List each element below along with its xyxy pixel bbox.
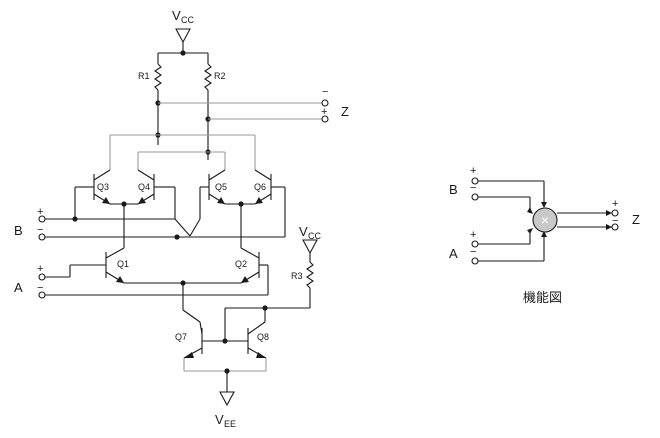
vee-subscript: EE [224, 419, 236, 429]
vee-symbol [219, 391, 235, 407]
z-plus-terminal [321, 115, 329, 123]
z-minus-sign: − [322, 86, 328, 98]
q6-transistor [254, 169, 280, 205]
b-plus-terminal [38, 215, 46, 223]
fd-a-label: A [449, 246, 458, 261]
fd-a-plus: + [470, 229, 476, 241]
q4-transistor [137, 169, 163, 205]
q6-label: Q6 [254, 182, 266, 192]
q7-transistor [183, 321, 225, 359]
q2-label: Q2 [235, 259, 247, 269]
fd-a-minus: − [470, 246, 476, 258]
a-minus-terminal [38, 291, 46, 299]
z-minus-terminal [321, 99, 329, 107]
vcc-right-symbol [302, 239, 318, 255]
q5-label: Q5 [215, 182, 227, 192]
fd-b-minus-terminal [471, 193, 479, 201]
q8-label: Q8 [257, 332, 269, 342]
q2-transistor [240, 247, 260, 284]
r2-label: R2 [214, 71, 226, 81]
vcc-right-supply: V CC [299, 224, 321, 262]
fd-b-plus: + [470, 165, 476, 177]
vcc-top-subscript: CC [181, 15, 194, 25]
z-plus-sign: + [321, 106, 327, 118]
b-label: B [14, 223, 23, 238]
a-plus-sign: + [37, 263, 43, 275]
q5-transistor [200, 169, 226, 205]
r3-resistor [306, 261, 314, 289]
vcc-right-subscript: CC [308, 231, 321, 241]
r3-label: R3 [291, 271, 303, 281]
multiplier-symbol: × [541, 212, 549, 228]
vee-label: V [215, 412, 224, 427]
vcc-top-label: V [172, 8, 181, 23]
z-label: Z [341, 104, 349, 119]
z-output: − + Z [321, 86, 349, 123]
fd-a-plus-terminal [471, 240, 479, 248]
fd-b-minus: − [470, 182, 476, 194]
b-input: B + − [14, 206, 46, 241]
fd-b-plus-terminal [471, 177, 479, 185]
fd-b-label: B [449, 182, 458, 197]
b-minus-sign: − [37, 224, 43, 236]
vcc-top-supply: V CC [157, 8, 209, 64]
fd-a-minus-terminal [471, 257, 479, 265]
q3-label: Q3 [97, 182, 109, 192]
multiplier-circle [532, 207, 558, 233]
vee-supply: V EE [215, 391, 236, 429]
q1-label: Q1 [117, 259, 129, 269]
q8-transistor [225, 321, 267, 359]
a-input: A + − [14, 263, 46, 299]
fd-z-plus-terminal [611, 209, 619, 217]
r1-label: R1 [138, 71, 150, 81]
q4-label: Q4 [138, 182, 150, 192]
fd-z-plus: + [612, 198, 618, 210]
b-minus-terminal [38, 233, 46, 241]
function-diagram-title: 機能図 [523, 290, 562, 305]
q7-label: Q7 [175, 332, 187, 342]
fd-z-minus-terminal [611, 223, 619, 231]
r1-resistor [154, 63, 162, 91]
vcc-right-label: V [299, 224, 308, 239]
a-label: A [14, 280, 23, 295]
vcc-top-symbol [175, 28, 191, 44]
fd-z-minus: − [612, 215, 618, 227]
q3-transistor [85, 169, 111, 205]
a-plus-terminal [38, 273, 46, 281]
a-minus-sign: − [37, 282, 43, 294]
fd-z-label: Z [632, 212, 640, 227]
function-diagram: B + − A + − × + − Z 機能図 [449, 165, 640, 305]
b-plus-sign: + [37, 206, 43, 218]
r2-resistor [204, 63, 212, 91]
